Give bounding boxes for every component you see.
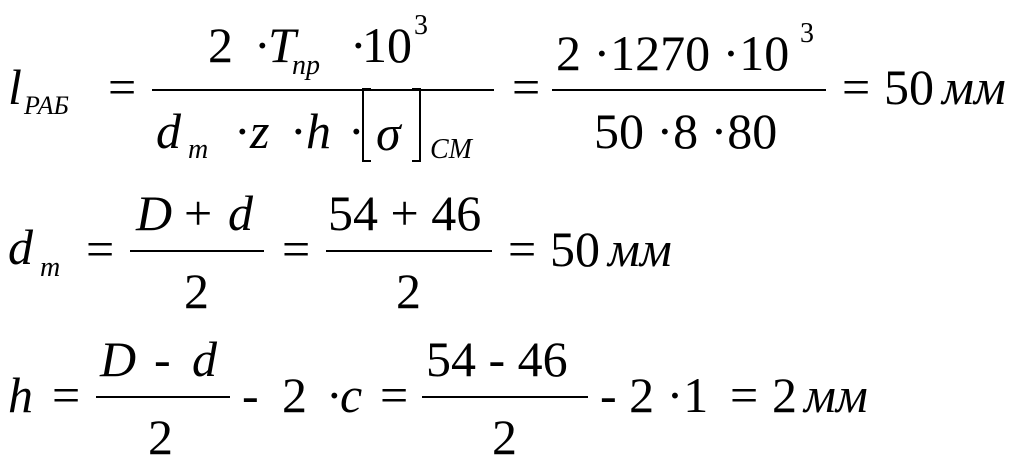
h-variable: h bbox=[8, 367, 33, 423]
equals-sign: = bbox=[108, 59, 137, 115]
minus-sign: - bbox=[242, 367, 259, 423]
right-bracket bbox=[412, 88, 421, 162]
fraction-bar bbox=[96, 396, 230, 398]
result-value: 50 bbox=[884, 59, 934, 115]
sigma-variable: σ bbox=[376, 105, 401, 161]
D-variable: D bbox=[136, 185, 173, 241]
numerator-two: 2 bbox=[208, 17, 233, 73]
c-variable: c bbox=[340, 367, 363, 423]
equals-sign: = bbox=[842, 59, 871, 115]
fraction-bar bbox=[552, 89, 826, 91]
exponent: 3 bbox=[414, 10, 428, 41]
d-variable: d bbox=[192, 331, 217, 387]
fraction-bar bbox=[422, 396, 588, 398]
l-variable: l bbox=[8, 59, 22, 115]
denominator-two: 2 bbox=[184, 263, 209, 319]
d-subscript: т bbox=[40, 252, 61, 283]
torque-subscript: пр bbox=[292, 50, 320, 81]
result-unit: мм bbox=[608, 221, 672, 277]
fraction-bar bbox=[130, 250, 264, 252]
dot-operator: · bbox=[290, 103, 307, 159]
left-bracket bbox=[362, 88, 371, 162]
equals-sign: = bbox=[508, 221, 537, 277]
d-subscript: т bbox=[188, 134, 209, 165]
ten-base: 10 bbox=[362, 17, 412, 73]
dot-operator: · bbox=[234, 103, 251, 159]
dot-operator: · bbox=[254, 17, 271, 73]
equals-sign: = bbox=[730, 367, 759, 423]
minus-sign: - bbox=[154, 331, 171, 387]
result-unit: мм bbox=[942, 59, 1006, 115]
dot-operator: · bbox=[326, 367, 343, 423]
equals-sign: = bbox=[86, 221, 115, 277]
sigma-subscript: СМ bbox=[430, 134, 472, 165]
equals-sign: = bbox=[282, 221, 311, 277]
denominator-two: 2 bbox=[148, 409, 173, 465]
exponent: 3 bbox=[800, 18, 814, 49]
D-variable: D bbox=[100, 331, 137, 387]
two-number: 2 bbox=[282, 367, 307, 423]
h-variable: h bbox=[306, 103, 331, 159]
equals-sign: = bbox=[52, 367, 81, 423]
denominator-two: 2 bbox=[492, 409, 517, 465]
d-variable: d bbox=[228, 185, 253, 241]
numeric-numerator: 2 ·1270 ·10 bbox=[556, 25, 790, 81]
result-unit: мм bbox=[804, 367, 868, 423]
plus-sign: + bbox=[184, 185, 213, 241]
torque-variable: T bbox=[268, 17, 296, 73]
fraction-bar bbox=[326, 250, 492, 252]
numeric-numerator: 54 + 46 bbox=[328, 185, 482, 241]
equals-sign: = bbox=[380, 367, 409, 423]
result-value: 50 bbox=[550, 221, 600, 277]
d-variable: d bbox=[156, 103, 181, 159]
z-variable: z bbox=[250, 103, 270, 159]
dot-operator: · bbox=[350, 17, 367, 73]
subtraction-term: - 2 ·1 bbox=[600, 367, 709, 423]
numeric-denominator: 50 ·8 ·80 bbox=[594, 103, 778, 159]
denominator-two: 2 bbox=[396, 263, 421, 319]
result-value: 2 bbox=[772, 367, 797, 423]
equals-sign: = bbox=[512, 59, 541, 115]
numeric-numerator: 54 - 46 bbox=[426, 331, 568, 387]
l-subscript-rab: РАБ bbox=[24, 91, 69, 120]
d-variable: d bbox=[8, 219, 33, 275]
fraction-bar bbox=[152, 89, 494, 91]
dot-operator: · bbox=[348, 103, 365, 159]
